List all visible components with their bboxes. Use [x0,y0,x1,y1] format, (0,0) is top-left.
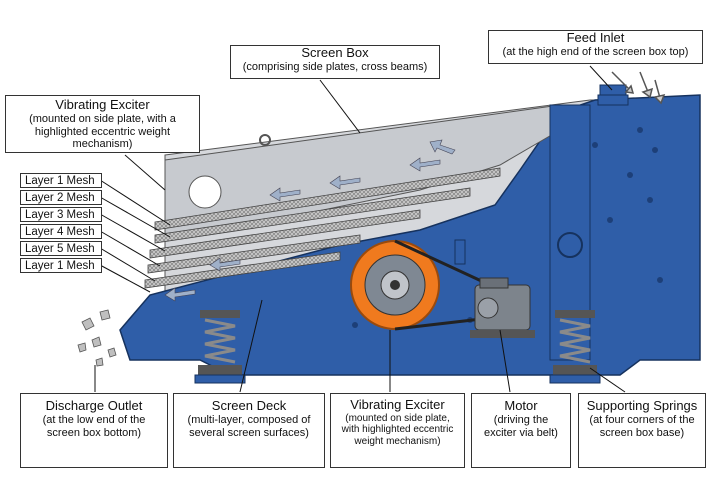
mesh-layer-3 [149,209,421,259]
feed-inlet-sub: (at the high end of the screen box top) [502,45,689,58]
support-spring-right [549,310,601,384]
supporting-springs-sub: (at four corners of the screen box base) [589,413,695,439]
vibrating-exciter-bottom-title: Vibrating Exciter [350,397,445,412]
motor-callout: Motor (driving the exciter via belt) [471,393,571,468]
feed-inlet-title: Feed Inlet [566,30,625,45]
leader-lines [94,65,626,393]
motor-title: Motor [504,398,538,413]
drive-belt [394,239,491,331]
vibrating-exciter-bottom-sub: (mounted on side plate, with highlighted… [341,412,454,447]
vibrating-exciter-top-callout: Vibrating Exciter (mounted on side plate… [5,95,200,153]
screen-box-sub: (comprising side plates, cross beams) [242,60,428,73]
feed-material-arrows [611,71,666,105]
motor-sub: (driving the exciter via belt) [484,413,558,439]
mesh-layer-1 [154,167,501,231]
vibrating-exciter-bottom-callout: Vibrating Exciter (mounted on side plate… [330,393,465,468]
screen-deck-sub: (multi-layer, composed of several screen… [187,413,311,439]
layer-label-5: Layer 5 Mesh [20,241,102,256]
supporting-springs-title: Supporting Springs [586,398,698,413]
layer-label-3: Layer 3 Mesh [20,207,102,222]
motor-body [470,277,535,338]
right-bearing [557,232,583,258]
frame-cutout [188,175,222,209]
feed-inlet-chute [597,84,629,106]
mesh-layer-2 [154,187,471,244]
vibrating-exciter-top-sub: (mounted on side plate, with a highlight… [29,112,176,151]
screen-box-title: Screen Box [301,45,369,60]
discharge-outlet-sub: (at the low end of the screen box bottom… [42,413,146,439]
mesh-layer-4 [147,234,361,274]
screen-deck-title: Screen Deck [211,398,287,413]
motor-bracket [454,239,466,265]
lifting-lug [259,134,271,146]
mesh-layer-5 [144,251,341,289]
discharged-material [77,309,117,367]
material-flow-arrows [164,139,456,302]
layer-label-1: Layer 1 Mesh [20,173,102,188]
support-spring-left [194,310,246,384]
supporting-springs-callout: Supporting Springs (at four corners of t… [578,393,706,468]
layer-label-2: Layer 2 Mesh [20,190,102,205]
screen-deck-callout: Screen Deck (multi-layer, composed of se… [173,393,325,468]
layer-label-6: Layer 1 Mesh [20,258,102,273]
layer-label-4: Layer 4 Mesh [20,224,102,239]
discharge-outlet-callout: Discharge Outlet (at the low end of the … [20,393,168,468]
vibrating-exciter-top-title: Vibrating Exciter [55,97,150,112]
discharge-outlet-title: Discharge Outlet [45,398,143,413]
feed-inlet-callout: Feed Inlet (at the high end of the scree… [488,30,703,64]
vibrating-exciter-wheel [350,240,440,330]
screen-box-callout: Screen Box (comprising side plates, cros… [230,45,440,79]
